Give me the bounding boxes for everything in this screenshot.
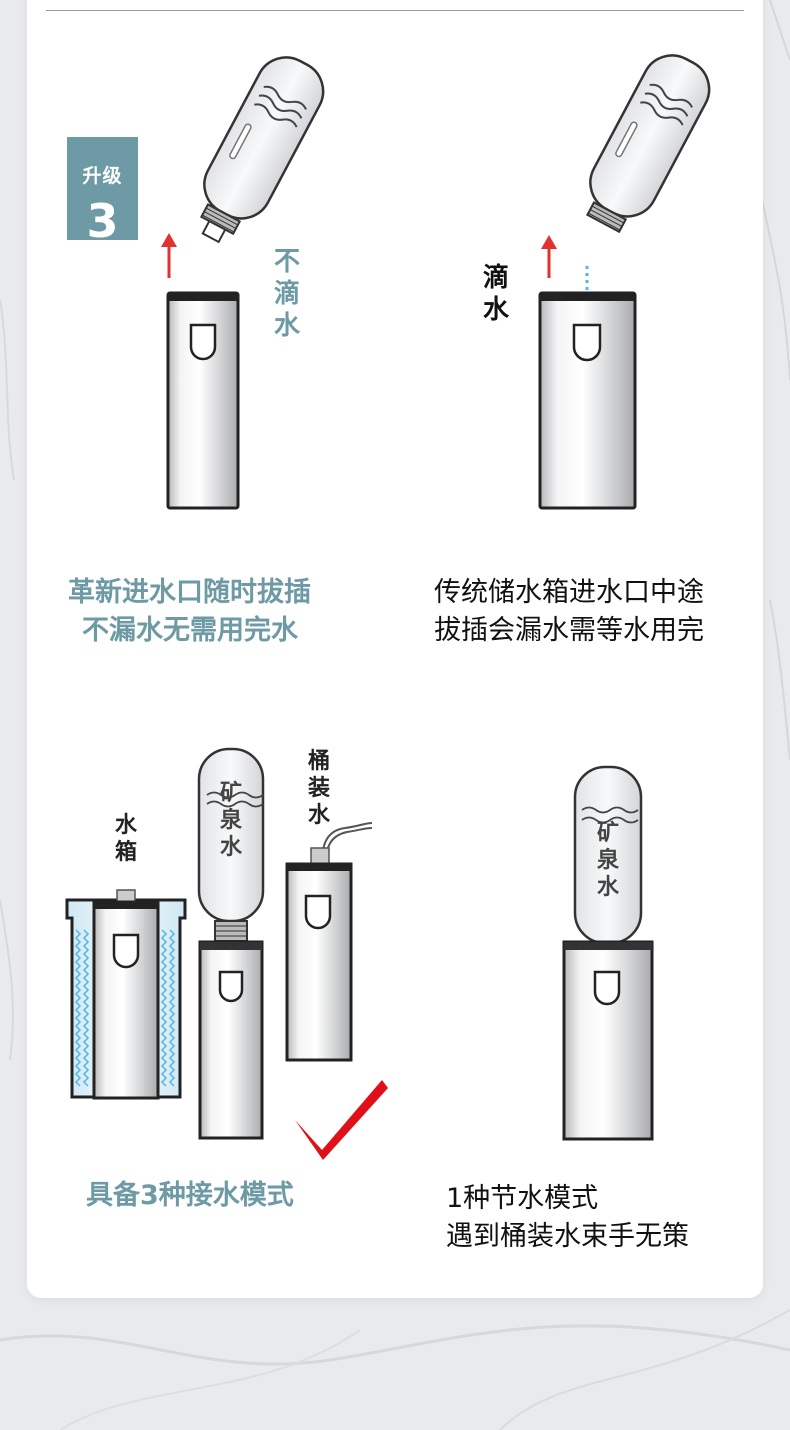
- caption-bottom-right: 1种节水模式 遇到桶装水束手无策: [446, 1183, 689, 1252]
- mineral-water-label-right: 矿泉水: [596, 821, 619, 900]
- checkmark-icon: [295, 1080, 388, 1160]
- drip-label: 滴水: [482, 263, 509, 325]
- dispenser-icon: [198, 940, 264, 1140]
- up-arrow-icon: [161, 233, 177, 278]
- dispenser-icon: [285, 847, 353, 1062]
- dispenser-icon: [538, 291, 637, 510]
- mineral-water-label: 矿泉水: [219, 781, 242, 860]
- caption-bottom-left: 具备3种接水模式: [86, 1180, 294, 1211]
- up-arrow-icon: [541, 235, 557, 278]
- caption-top-left: 革新进水口随时拔插 不漏水无需用完水: [68, 577, 311, 646]
- no-drip-label: 不滴水: [273, 247, 300, 341]
- dispenser-icon: [166, 291, 240, 510]
- dispenser-icon: [562, 940, 654, 1141]
- badge-label: 升级: [82, 165, 123, 187]
- bottle-icon: [200, 56, 325, 244]
- tank-label: 水箱: [114, 813, 137, 865]
- top-divider: [46, 10, 744, 11]
- barrel-water-label: 桶装水: [307, 749, 330, 828]
- dispenser-icon: [92, 889, 160, 1100]
- caption-top-right: 传统储水箱进水口中途 拔插会漏水需等水用完: [434, 577, 704, 646]
- upgrade-badge: 升级 3: [67, 137, 138, 240]
- badge-number: 3: [86, 194, 119, 240]
- bottle-icon: [586, 54, 711, 234]
